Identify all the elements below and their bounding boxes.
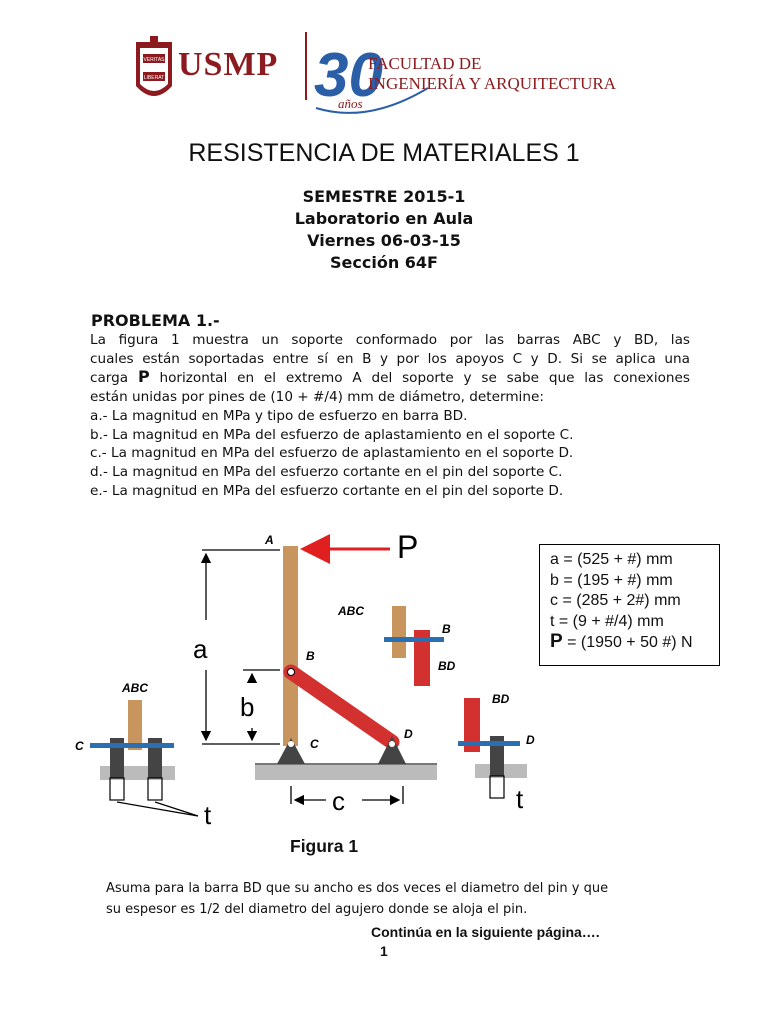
detail-b-bar-abc [392, 606, 406, 658]
question-a: a.- La magnitud en MPa y tipo de esfuerz… [90, 407, 468, 424]
lab-type: Laboratorio en Aula [294, 209, 474, 228]
problem-line-2: cuales están soportadas entre sí en B y … [90, 350, 690, 367]
detail-c-label-abc: ABC [121, 681, 148, 695]
figure-1-diagram: P A B C D a b c ABC B BD ABC C t BD D t [75, 529, 535, 830]
parameters-box: a = (525 + #) mm b = (195 + #) mm c = (2… [539, 544, 720, 666]
detail-d-bar-bd [464, 698, 480, 752]
problem-line-3: carga P horizontal en el extremo A del s… [90, 368, 690, 388]
support-d-icon [378, 736, 406, 764]
question-e: e.- La magnitud en MPa del esfuerzo cort… [90, 482, 564, 499]
lab-date: Viernes 06-03-15 [307, 231, 461, 250]
problem-heading: PROBLEMA 1.- [91, 311, 220, 330]
param-c: c = (285 + 2#) mm [550, 592, 681, 609]
label-point-c: C [310, 737, 319, 751]
label-point-b: B [306, 649, 315, 663]
param-t: t = (9 + #/4) mm [550, 612, 664, 630]
faculty-logo-header: VERITAS LIBERAT 30 [136, 32, 429, 114]
detail-b-label-b: B [442, 622, 451, 636]
detail-c-bar-abc [128, 700, 142, 750]
problem-line-3b: horizontal en el extremo A del soporte y… [149, 370, 690, 387]
detail-d-t [489, 775, 505, 799]
detail-c-t-left [109, 777, 125, 801]
param-p-symbol: P [550, 631, 563, 652]
label-thickness-t-left: t [204, 800, 212, 830]
university-name: USMP [178, 46, 279, 83]
page-number: 1 [380, 943, 388, 959]
note-line-2: su espesor es 1/2 del diametro del aguje… [106, 902, 528, 917]
problem-line-4: están unidas por pines de (10 + #/4) mm … [90, 389, 544, 406]
pin-b-icon [287, 668, 295, 676]
ground-main [255, 764, 437, 780]
bar-abc [283, 546, 298, 746]
label-point-d: D [404, 727, 413, 741]
detail-b-bar-bd [414, 630, 430, 686]
problem-line-1: La figura 1 muestra un soporte conformad… [90, 332, 690, 348]
anniversary-number: 30 [314, 41, 383, 110]
detail-d-pin [458, 741, 520, 746]
t-leader-2 [154, 801, 199, 817]
problem-statement: La figura 1 muestra un soporte conformad… [90, 331, 690, 500]
university-shield-icon: VERITAS LIBERAT [136, 36, 172, 96]
detail-c-pin [90, 743, 174, 748]
detail-b-label-abc: ABC [337, 604, 364, 618]
detail-d-label-bd: BD [492, 692, 510, 706]
param-a: a = (525 + #) mm [550, 551, 673, 568]
shield-motto-bottom: LIBERAT [144, 75, 164, 81]
detail-c-label-c: C [75, 739, 84, 753]
bar-bd [283, 664, 400, 750]
detail-d-label-d: D [526, 733, 535, 747]
problem-line-3a: carga [90, 370, 138, 387]
lab-section: Sección 64F [330, 253, 438, 272]
label-thickness-t-right: t [516, 784, 524, 814]
load-symbol: P [137, 367, 150, 387]
pin-d-icon [389, 741, 395, 747]
shield-motto-top: VERITAS [143, 57, 165, 63]
param-p-value: = (1950 + 50 #) N [562, 634, 693, 651]
support-c-icon [277, 738, 305, 764]
t-leader-1 [116, 801, 199, 817]
question-d: d.- La magnitud en MPa del esfuerzo cort… [90, 463, 563, 480]
semester: SEMESTRE 2015-1 [302, 187, 466, 206]
logo-swoosh [315, 87, 429, 114]
faculty-line-1: FACULTAD DE [368, 54, 482, 73]
label-load-p: P [397, 529, 418, 565]
detail-c-t-right [147, 777, 163, 801]
param-p: P = (1950 + 50 #) N [550, 631, 719, 654]
faculty-line-2: INGENIERÍA Y ARQUITECTURA [368, 74, 617, 93]
question-b: b.- La magnitud en MPa del esfuerzo de a… [90, 426, 574, 443]
course-title: RESISTENCIA DE MATERIALES 1 [188, 139, 580, 167]
continue-note: Continúa en la siguiente página…. [371, 924, 600, 940]
note-line-1: Asuma para la barra BD que su ancho es d… [106, 881, 609, 896]
pin-c-icon [288, 741, 294, 747]
assumption-note: Asuma para la barra BD que su ancho es d… [106, 878, 666, 920]
label-dim-b: b [240, 692, 254, 722]
label-dim-a: a [193, 634, 208, 664]
label-dim-c: c [332, 786, 345, 816]
label-point-a: A [264, 533, 274, 547]
anos-label: años [338, 96, 363, 111]
question-c: c.- La magnitud en MPa del esfuerzo de a… [90, 445, 574, 462]
param-b: b = (195 + #) mm [550, 571, 673, 589]
detail-b-label-bd: BD [438, 659, 456, 673]
detail-b-pin [384, 637, 444, 642]
figure-caption: Figura 1 [290, 836, 359, 856]
